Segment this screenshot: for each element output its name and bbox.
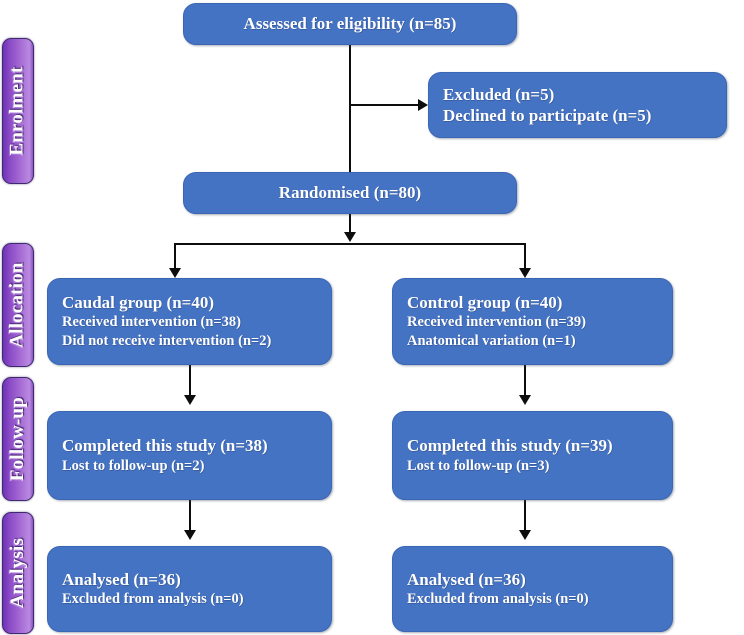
node-caudal-alloc-line-1: Caudal group (n=40) [62,292,215,312]
node-caudal-group-allocation: Caudal group (n=40) Received interventio… [47,278,332,365]
stage-tab-allocation-label: Allocation [7,262,29,348]
arrow-down-randomised [344,232,356,242]
arrow-down-control-followup [519,395,531,405]
node-excluded-line-2: Declined to participate (n=5) [443,106,652,125]
arrow-down-caudal-analysis [184,530,196,540]
arrow-right-to-excluded [418,99,428,111]
node-caudal-alloc-line-3: Did not receive intervention (n=2) [62,333,272,350]
node-randomised-line-1: Randomised (n=80) [278,183,422,203]
node-caudal-followup-line-1: Completed this study (n=38) [62,436,268,456]
node-excluded: Excluded (n=5) Declined to participate (… [428,72,727,138]
node-caudal-alloc-line-2: Received intervention (n=38) [62,314,242,330]
arrow-down-control-allocation [519,268,531,278]
node-randomised: Randomised (n=80) [183,172,517,214]
node-assessed-for-eligibility: Assessed for eligibility (n=85) [183,3,517,45]
node-control-group-allocation: Control group (n=40) Received interventi… [392,278,673,365]
stage-tab-followup-label: Follow-up [7,396,28,482]
connector-randomised-down [349,213,351,235]
connector-assessed-to-randomised [349,44,351,174]
node-caudal-analysis-line-2: Excluded from analysis (n=0) [62,591,244,608]
node-control-group-analysis: Analysed (n=36) Excluded from analysis (… [392,546,673,632]
connector-caudal-alloc-to-followup [189,365,191,398]
stage-tab-allocation: Allocation [2,243,34,367]
connector-control-alloc-to-followup [524,365,526,398]
node-assessed-line-1: Assessed for eligibility (n=85) [243,14,457,34]
node-control-analysis-line-2: Excluded from analysis (n=0) [407,591,589,608]
stage-tab-analysis: Analysis [2,512,34,634]
stage-tab-followup: Follow-up [2,377,34,501]
connector-assessed-to-excluded [349,104,419,106]
node-caudal-followup-line-2: Lost to follow-up (n=2) [62,457,205,474]
connector-caudal-followup-to-analysis [189,500,191,533]
connector-allocation-right-drop [524,243,526,271]
node-caudal-group-followup: Completed this study (n=38) Lost to foll… [47,411,332,500]
node-control-group-followup: Completed this study (n=39) Lost to foll… [392,411,673,500]
stage-tab-enrolment: Enrolment [2,38,34,184]
stage-tab-analysis-label: Analysis [7,537,29,609]
node-excluded-line-1: Excluded (n=5) [443,84,555,104]
connector-control-followup-to-analysis [524,500,526,533]
node-caudal-analysis-line-1: Analysed (n=36) [62,569,181,589]
node-control-alloc-line-2: Received intervention (n=39) [407,314,587,330]
node-caudal-group-analysis: Analysed (n=36) Excluded from analysis (… [47,546,332,632]
node-control-followup-line-2: Lost to follow-up (n=3) [407,457,550,474]
arrow-down-control-analysis [519,530,531,540]
node-control-analysis-line-1: Analysed (n=36) [407,569,526,589]
arrow-down-caudal-followup [184,395,196,405]
connector-allocation-left-drop [174,243,176,271]
arrow-down-caudal-allocation [169,268,181,278]
connector-allocation-split-bar [174,243,526,245]
node-control-followup-line-1: Completed this study (n=39) [407,436,613,456]
node-control-alloc-line-1: Control group (n=40) [407,292,563,312]
node-control-alloc-line-3: Anatomical variation (n=1) [407,333,576,350]
stage-tab-enrolment-label: Enrolment [7,66,29,156]
